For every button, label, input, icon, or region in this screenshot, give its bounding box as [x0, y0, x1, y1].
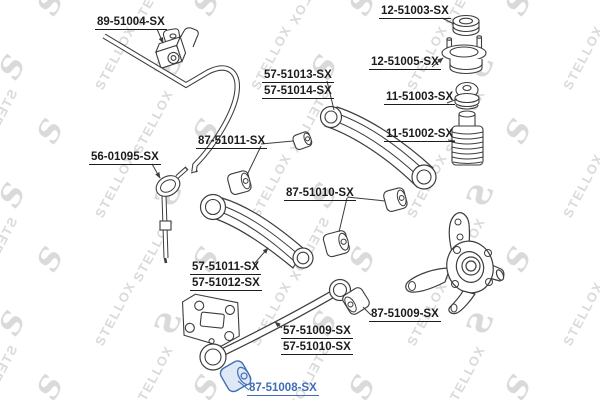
upper-lateral-arm — [319, 105, 437, 190]
part-label-89-51004[interactable]: 89-51004-SX — [95, 16, 167, 30]
part-label-57-51013[interactable]: 57-51013-SX — [262, 69, 334, 83]
part-label-11-51002[interactable]: 11-51002-SX — [384, 128, 456, 142]
part-label-87-51010[interactable]: 87-51010-SX — [284, 187, 356, 201]
strut-mount — [441, 35, 487, 75]
part-label-56-01095[interactable]: 56-01095-SX — [89, 151, 161, 165]
arm-bushing-87-51010-a — [383, 187, 408, 212]
part-label-11-51003[interactable]: 11-51003-SX — [384, 91, 456, 105]
part-label-87-51011[interactable]: 87-51011-SX — [196, 135, 268, 149]
part-label-87-51008[interactable]: 87-51008-SX — [247, 382, 319, 396]
dust-boot — [451, 110, 484, 166]
lateral-arm — [199, 193, 314, 269]
part-label-12-51003[interactable]: 12-51003-SX — [379, 5, 451, 19]
part-label-57-51011[interactable]: 57-51011-SX — [190, 261, 262, 275]
highlighted-bushing-87-51008[interactable] — [218, 359, 253, 394]
arm-bushing-87-51011-a — [292, 131, 313, 151]
leader-lines — [151, 17, 458, 329]
part-label-57-51012[interactable]: 57-51012-SX — [190, 277, 262, 291]
part-label-57-51009[interactable]: 57-51009-SX — [281, 325, 353, 339]
stabilizer-bushing-with-bracket — [154, 27, 199, 69]
steering-knuckle — [405, 212, 505, 315]
stabilizer-link — [155, 166, 189, 264]
bump-stop — [454, 81, 480, 110]
arm-bushing-87-51010-b — [322, 230, 350, 258]
part-label-87-51009[interactable]: 87-51009-SX — [369, 308, 441, 322]
arm-bushing-87-51011-b — [227, 170, 252, 195]
strut-bearing — [452, 14, 480, 37]
trailing-arm-bushing-87-51009 — [342, 287, 370, 315]
part-label-57-51010[interactable]: 57-51010-SX — [281, 341, 353, 355]
part-label-12-51005[interactable]: 12-51005-SX — [369, 56, 441, 70]
leader-line-highlighted — [237, 380, 250, 391]
part-label-57-51014[interactable]: 57-51014-SX — [262, 85, 334, 99]
stabilizer-bar — [102, 33, 240, 174]
